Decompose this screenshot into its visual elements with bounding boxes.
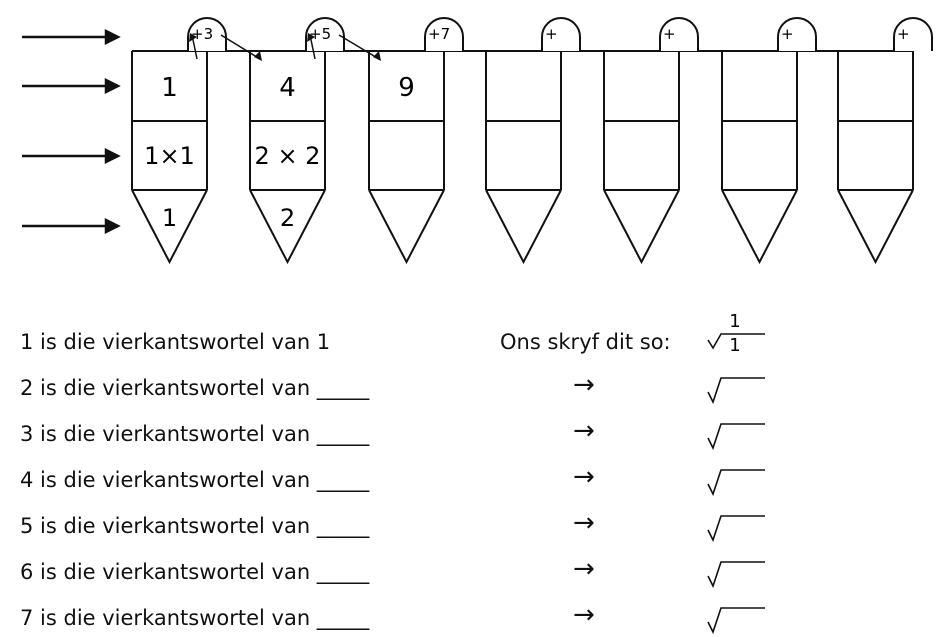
operator-arch: + <box>777 17 817 51</box>
cell-top-value: 9 <box>398 73 415 103</box>
statement-line: 6 is die vierkantswortel van _____ <box>20 560 370 584</box>
cell-root-value: 2 <box>280 204 295 232</box>
cell-top-value: 1 <box>161 73 178 103</box>
statement-line: 3 is die vierkantswortel van _____ <box>20 422 370 446</box>
pencil-diagram: 1 1×1 1 +3 4 2 × 2 2 +5 9 +7 + + + + <box>22 17 933 265</box>
operator-arch: + <box>541 17 581 51</box>
empty-root-sign <box>707 377 765 405</box>
statement-line: 5 is die vierkantswortel van _____ <box>20 514 370 538</box>
operator-label: +3 <box>191 25 213 43</box>
pencil-cell <box>485 51 562 265</box>
pencil-cell <box>603 51 680 265</box>
row-arrow-icon <box>22 147 121 165</box>
cell-root-value: 1 <box>162 204 177 232</box>
right-arrow-icon: → <box>573 600 595 630</box>
operator-label: +5 <box>309 25 331 43</box>
cell-product: 2 × 2 <box>255 142 321 170</box>
right-arrow-icon: → <box>573 370 595 400</box>
row-arrow-icon <box>22 28 121 46</box>
operator-label: + <box>781 25 794 43</box>
operator-arch: + <box>893 17 933 51</box>
empty-root-sign <box>707 423 765 451</box>
operator-label: + <box>663 25 676 43</box>
right-arrow-icon: → <box>573 416 595 446</box>
note-label: Ons skryf dit so: <box>500 330 671 354</box>
operator-label: + <box>897 25 910 43</box>
statement-line: 2 is die vierkantswortel van _____ <box>20 376 370 400</box>
pencil-cell <box>721 51 798 265</box>
note-text: Ons skryf dit so: <box>500 330 671 354</box>
row-arrow-icon <box>22 77 121 95</box>
right-arrow-icon: → <box>573 462 595 492</box>
right-arrow-icon: → <box>573 554 595 584</box>
pencil-cell: 9 <box>368 51 445 265</box>
operator-arch: +3 <box>187 17 262 61</box>
example-root-sign: 1 1 <box>707 311 765 355</box>
row-arrow-icon <box>22 217 121 235</box>
pencil-cell: 1 1×1 1 <box>131 51 208 265</box>
empty-root-sign <box>707 561 765 589</box>
operator-arch: +7 <box>424 17 464 51</box>
cell-top-value: 4 <box>279 73 296 103</box>
operator-arch: +5 <box>305 17 381 61</box>
pencil-cell: 4 2 × 2 2 <box>249 51 326 265</box>
operator-arch: + <box>659 17 699 51</box>
cell-product: 1×1 <box>144 142 195 170</box>
left-arrows <box>22 28 121 235</box>
statement-line: 4 is die vierkantswortel van _____ <box>20 468 370 492</box>
operator-label: +7 <box>428 25 450 43</box>
right-arrow-icon: → <box>573 508 595 538</box>
operator-label: + <box>545 25 558 43</box>
empty-root-sign <box>707 607 765 635</box>
empty-root-sign <box>707 469 765 497</box>
statement-line: 1 is die vierkantswortel van 1 <box>20 330 331 354</box>
pencil-cell <box>837 51 914 265</box>
root-radicand: 1 <box>729 335 740 355</box>
statement-line: 7 is die vierkantswortel van _____ <box>20 606 370 630</box>
root-numerator: 1 <box>729 311 740 332</box>
empty-root-sign <box>707 515 765 543</box>
